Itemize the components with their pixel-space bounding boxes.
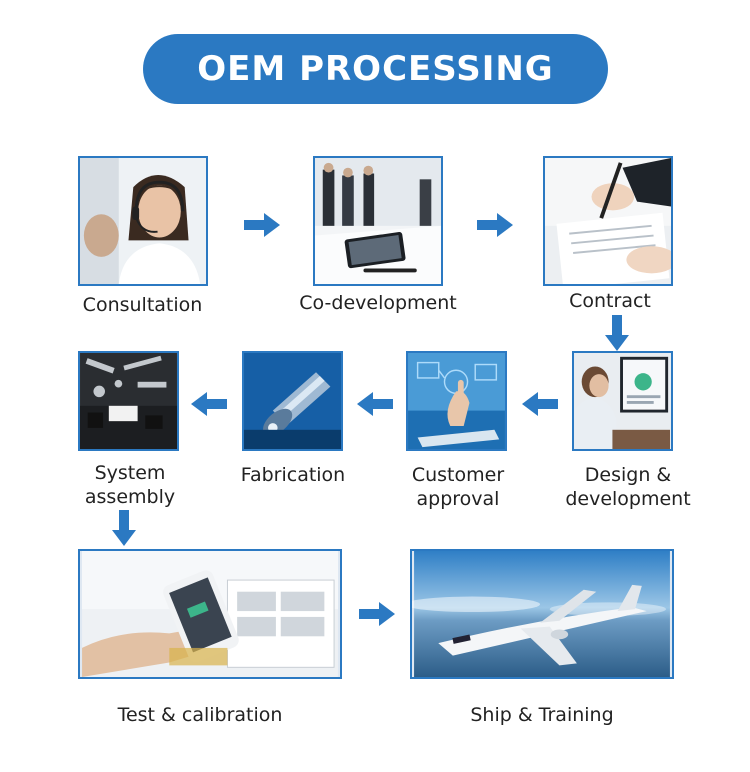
step-co-development-image	[313, 156, 443, 286]
step-contract-label: Contract	[569, 290, 651, 312]
step-design-development-line2: development	[565, 488, 691, 510]
phone-testing-photo	[82, 551, 338, 677]
step-customer-approval-line1: Customer	[411, 464, 505, 486]
step-system-assembly-image	[78, 351, 179, 451]
arrow-right-icon	[359, 602, 395, 626]
step-consultation-image	[78, 156, 208, 286]
tablet-touch-photo	[408, 353, 505, 449]
step-system-assembly-line1: System	[94, 462, 166, 484]
arrow-right-icon	[477, 213, 513, 237]
step-system-assembly-line2: assembly	[84, 486, 176, 508]
step-ship-training-image	[410, 549, 674, 679]
arrow-down-icon	[605, 315, 629, 351]
signing-document-photo	[545, 158, 671, 284]
step-ship-training-label: Ship & Training	[470, 704, 614, 726]
step-test-calibration-image	[78, 549, 342, 679]
parts-assembly-photo	[80, 353, 177, 449]
step-fabrication-image	[242, 351, 343, 451]
step-design-development-image	[572, 351, 673, 451]
step-design-development-line1: Design &	[584, 464, 672, 486]
arrow-left-icon	[357, 392, 393, 416]
step-co-development-label: Co-development	[299, 292, 457, 314]
arrow-left-icon	[191, 392, 227, 416]
step-fabrication-label: Fabrication	[240, 464, 346, 486]
arrow-right-icon	[244, 213, 280, 237]
cnc-machining-photo	[244, 353, 341, 449]
step-contract-image	[543, 156, 673, 286]
step-customer-approval-image	[406, 351, 507, 451]
step-consultation-label: Consultation	[82, 294, 203, 316]
meeting-tablet-photo	[315, 158, 441, 284]
step-system-assembly-label: System assembly	[50, 461, 210, 509]
step-test-calibration-label: Test & calibration	[117, 704, 283, 726]
step-customer-approval-line2: approval	[416, 488, 500, 510]
title-banner: OEM PROCESSING	[143, 34, 608, 104]
step-design-development-label: Design & development	[548, 463, 708, 511]
page-title: OEM PROCESSING	[197, 49, 554, 89]
headset-operator-photo	[80, 158, 206, 284]
step-customer-approval-label: Customer approval	[378, 463, 538, 511]
arrow-down-icon	[112, 510, 136, 546]
airplane-photo	[412, 551, 670, 677]
arrow-left-icon	[522, 392, 558, 416]
designer-monitor-photo	[574, 353, 671, 449]
